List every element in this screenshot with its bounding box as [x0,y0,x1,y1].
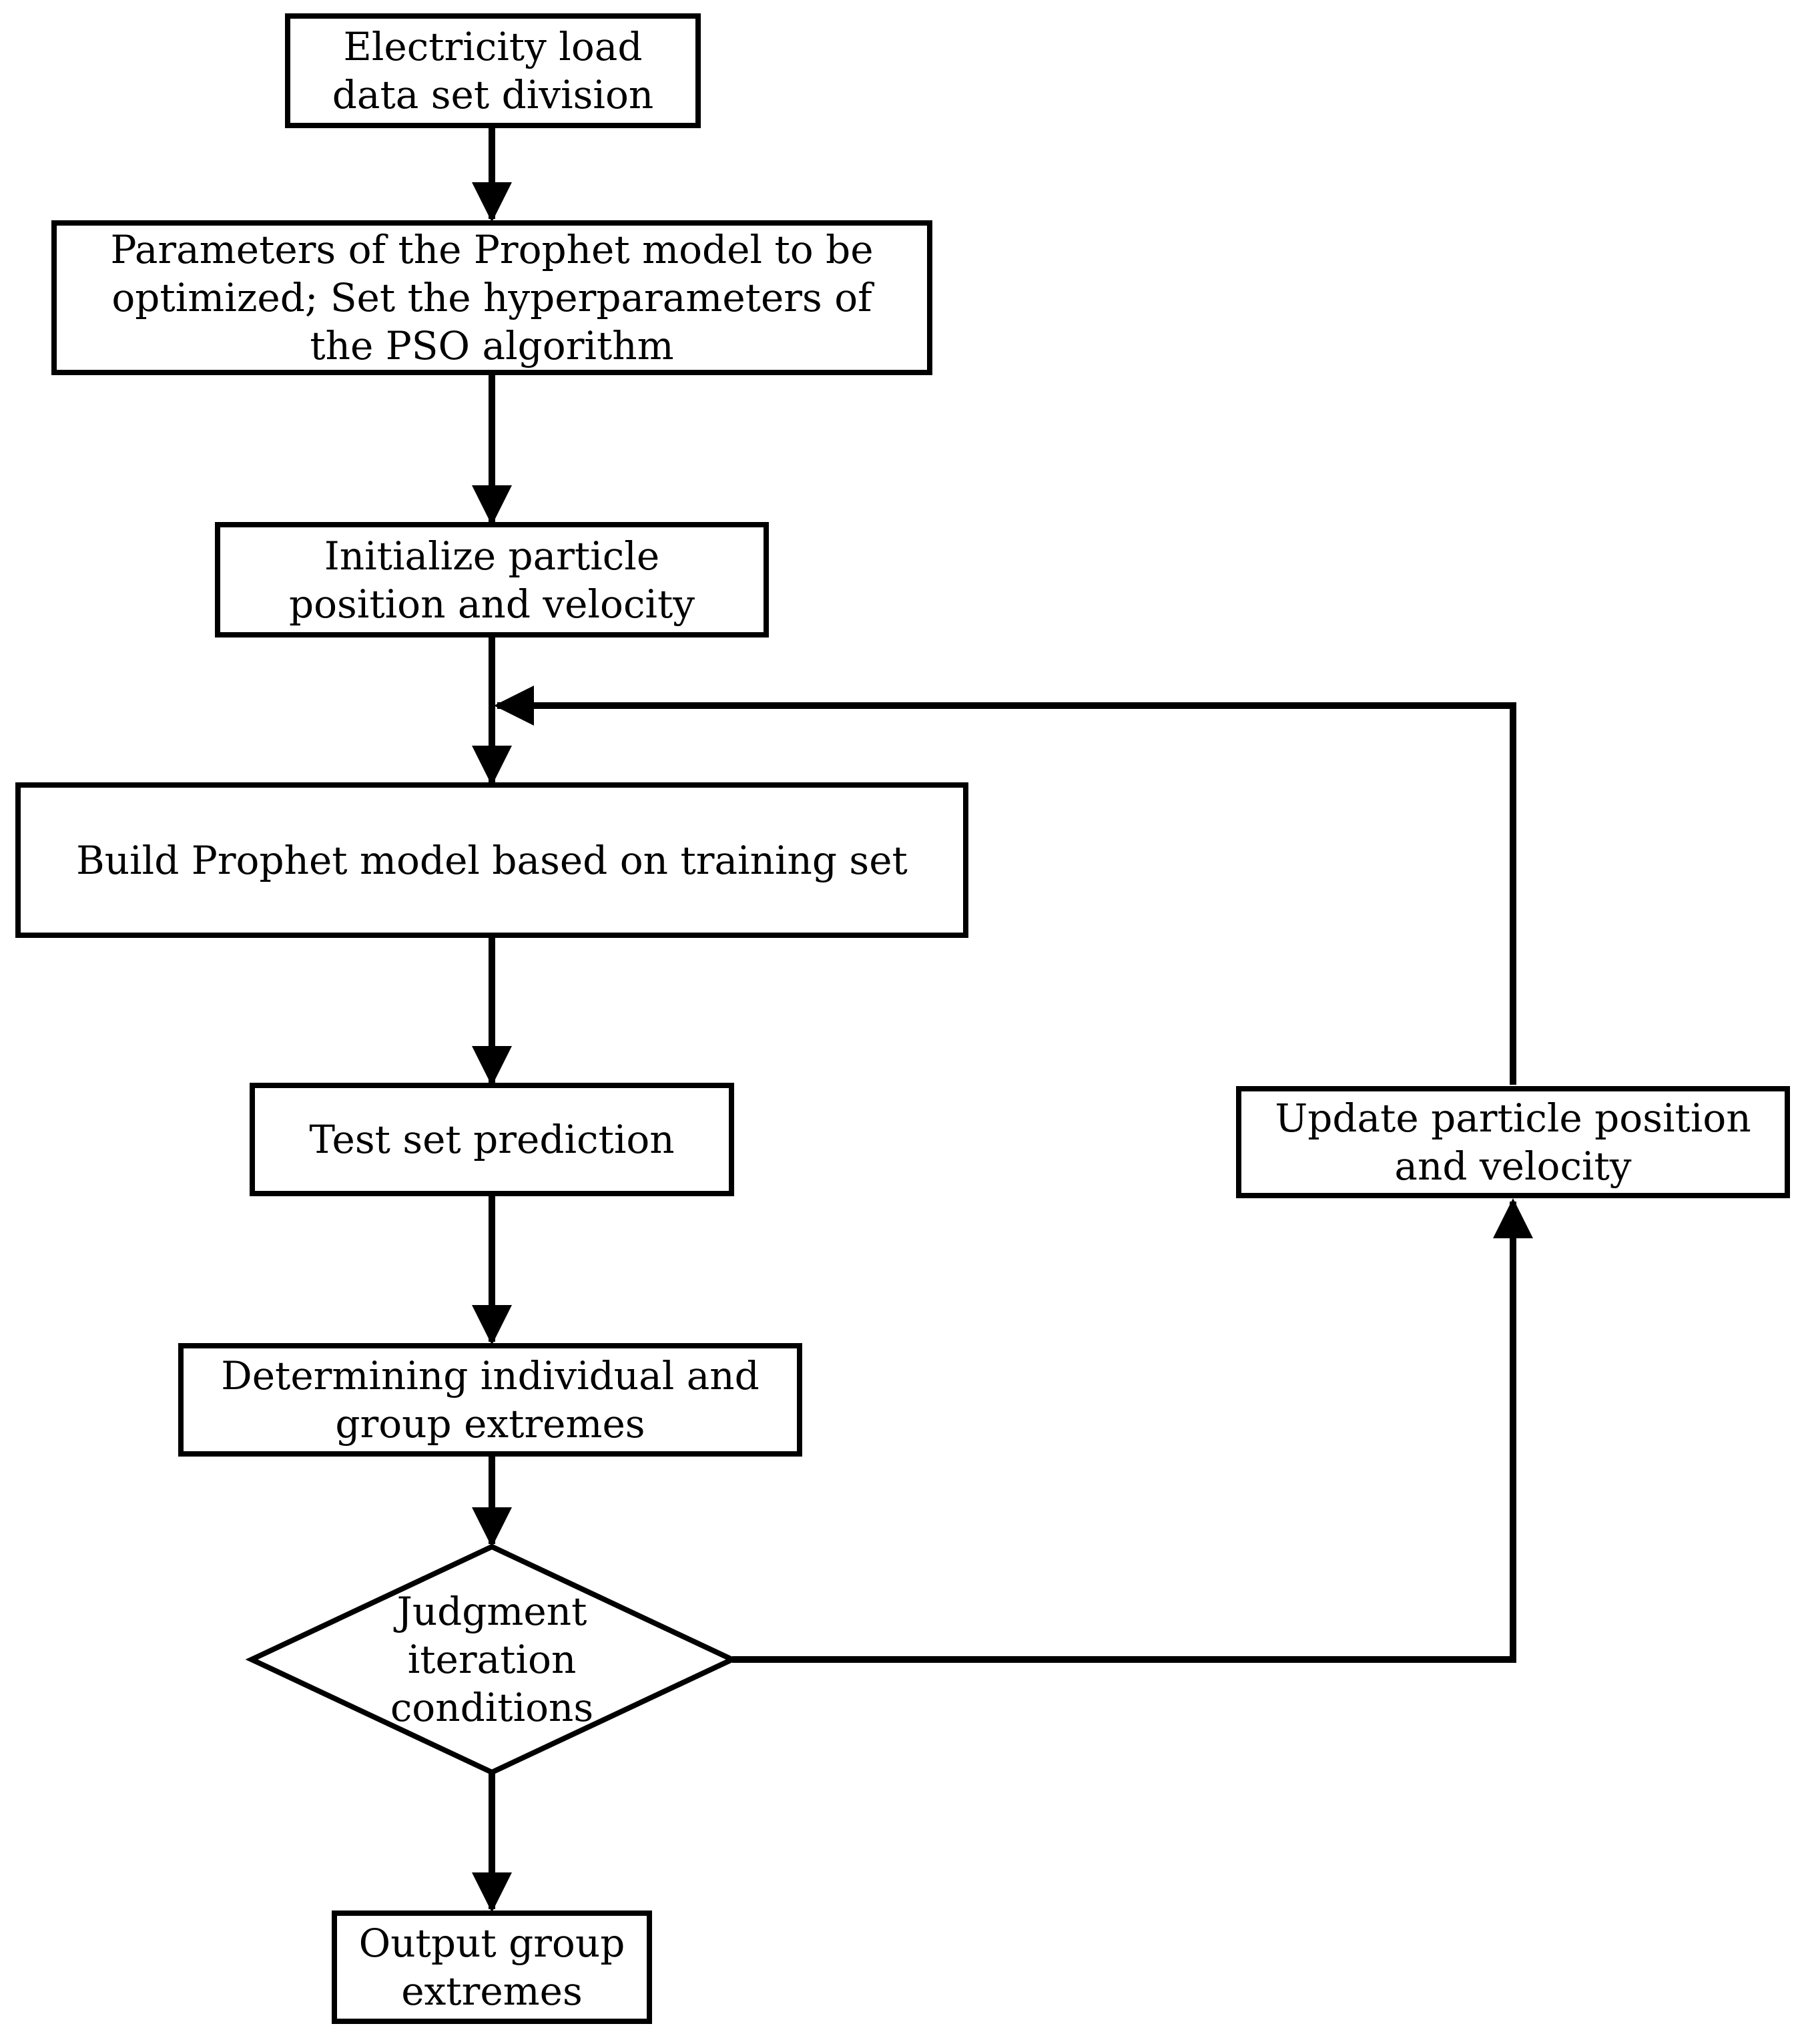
node-build-model: Build Prophet model based on training se… [15,782,968,938]
node-parameters: Parameters of the Prophet model to be op… [51,220,932,375]
node-update: Update particle position and velocity [1236,1086,1790,1198]
edge-judgment-to-update [732,1198,1533,1663]
node-initialize: Initialize particle position and velocit… [215,522,769,637]
decision-diamond [245,1543,739,1776]
node-test-prediction: Test set prediction [250,1083,734,1196]
node-output: Output group extremes [332,1910,652,2024]
edge-update-to-build-model [494,686,1516,1085]
node-data-division: Electricity load data set division [285,13,701,128]
node-extremes: Determining individual and group extreme… [178,1343,802,1457]
decision-label: Judgment iteration conditions [390,1589,594,1730]
